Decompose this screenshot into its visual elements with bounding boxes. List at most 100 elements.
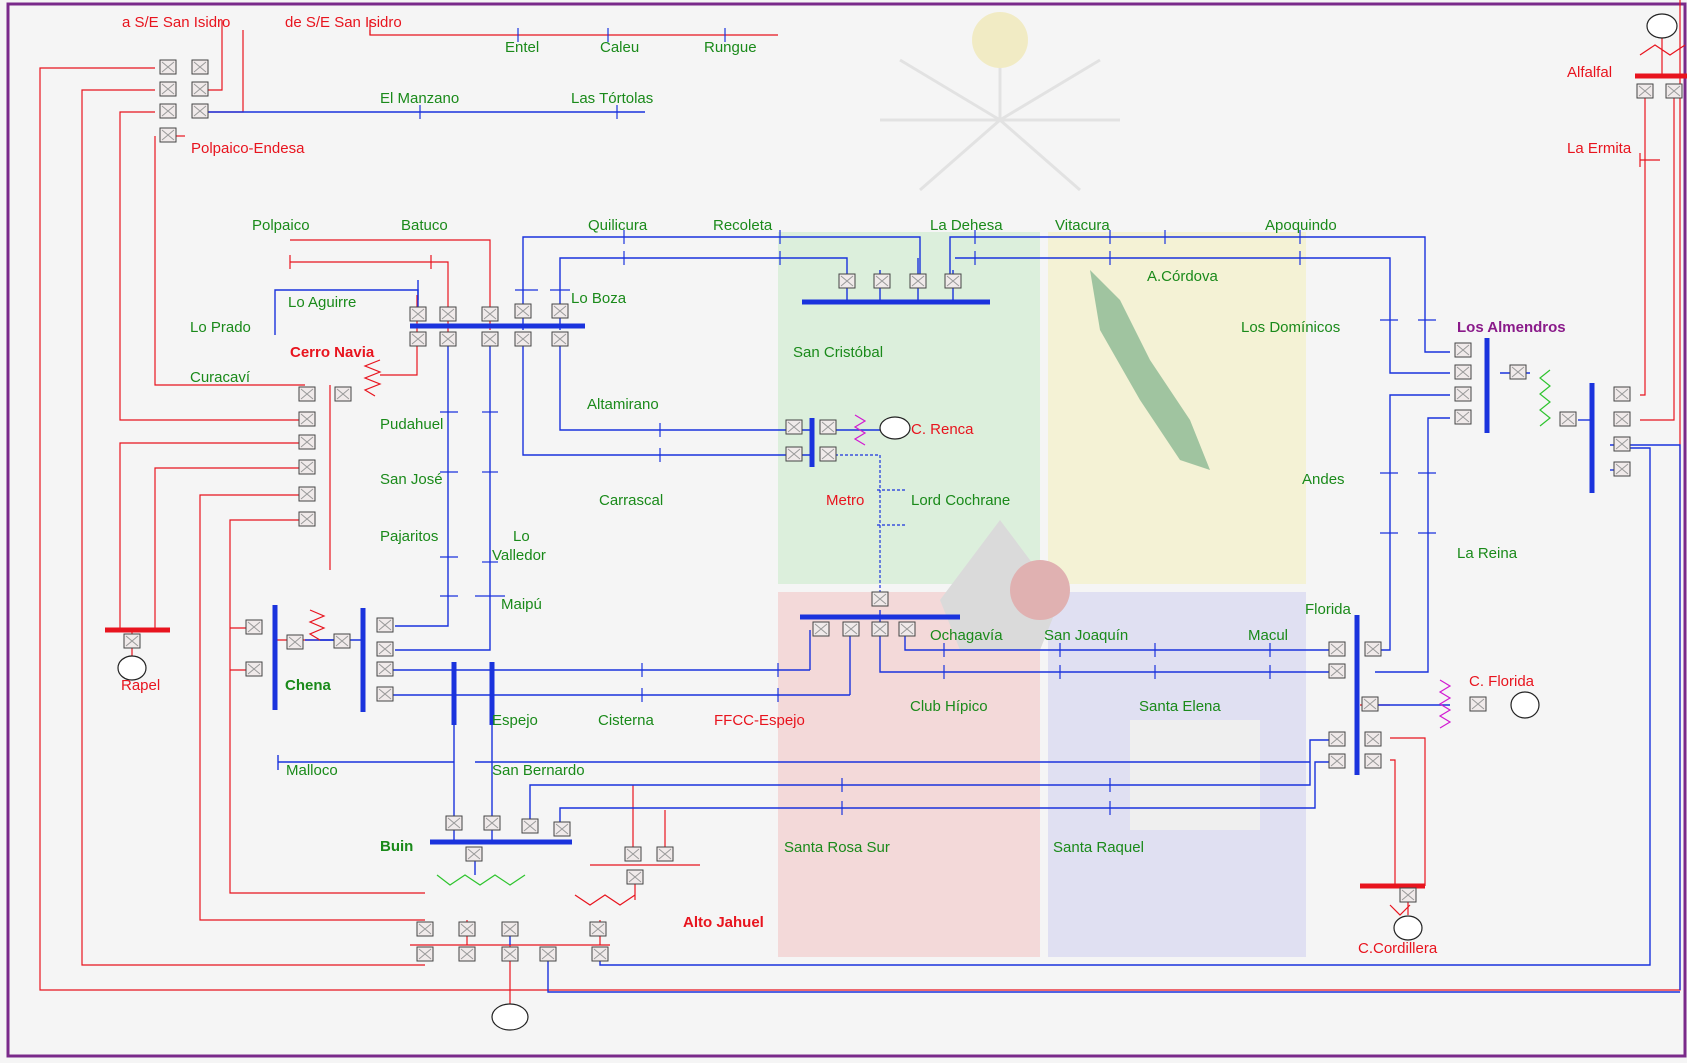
circuit-breaker-mark	[1638, 85, 1652, 97]
circuit-breaker-mark	[467, 848, 481, 860]
label-alto-jahuel: Alto Jahuel	[683, 914, 764, 931]
label-quilicura: Quilicura	[588, 217, 648, 234]
circuit-breaker-mark	[503, 923, 517, 935]
label-recoleta: Recoleta	[713, 217, 773, 234]
label-polpaico: Polpaico	[252, 217, 310, 234]
labels: a S/E San Isidro de S/E San Isidro Entel…	[121, 14, 1632, 957]
circuit-breaker-mark	[483, 333, 497, 345]
circuit-breaker-mark	[523, 820, 537, 832]
circuit-breaker-mark	[378, 663, 392, 675]
label-ffcc-espejo: FFCC-Espejo	[714, 712, 805, 729]
circuit-breaker-mark	[787, 421, 801, 433]
label-lo-aguirre: Lo Aguirre	[288, 294, 356, 311]
label-altamirano: Altamirano	[587, 396, 659, 413]
label-santa-rosa-sur: Santa Rosa Sur	[784, 839, 890, 856]
florida-generator	[1510, 691, 1540, 719]
circuit-breaker-mark	[626, 848, 640, 860]
circuit-breaker-mark	[900, 623, 914, 635]
label-chena: Chena	[285, 677, 332, 694]
circuit-breaker-mark	[378, 643, 392, 655]
label-vitacura: Vitacura	[1055, 217, 1110, 234]
label-carrascal: Carrascal	[599, 492, 663, 509]
circuit-breaker-mark	[300, 413, 314, 425]
label-cerro-navia: Cerro Navia	[290, 344, 375, 361]
circuit-breaker-mark	[1366, 643, 1380, 655]
label-buin: Buin	[380, 838, 413, 855]
circuit-breaker-mark	[1615, 438, 1629, 450]
label-entel: Entel	[505, 39, 539, 56]
circuit-breaker-mark	[541, 948, 555, 960]
circuit-breaker-mark	[873, 593, 887, 605]
circuit-breaker-mark	[844, 623, 858, 635]
label-florida: Florida	[1305, 601, 1352, 618]
circuit-breaker-mark	[1330, 755, 1344, 767]
circuit-breaker-mark	[336, 388, 350, 400]
breaker-group	[123, 59, 1683, 962]
alto-jahuel-generator	[491, 1003, 529, 1031]
label-polpaico-endesa: Polpaico-Endesa	[191, 140, 305, 157]
circuit-breaker-mark	[193, 83, 207, 95]
circuit-breaker-mark	[378, 688, 392, 700]
circuit-breaker-mark	[378, 619, 392, 631]
label-espejo: Espejo	[492, 712, 538, 729]
circuit-breaker-mark	[335, 635, 349, 647]
label-malloco: Malloco	[286, 762, 338, 779]
label-lo-prado: Lo Prado	[190, 319, 251, 336]
circuit-breaker-mark	[946, 275, 960, 287]
circuit-breaker-mark	[300, 513, 314, 525]
alfalfal-generator	[1646, 13, 1678, 39]
label-pudahuel: Pudahuel	[380, 416, 443, 433]
circuit-breaker-mark	[873, 623, 887, 635]
label-san-jose: San José	[380, 471, 443, 488]
label-metro: Metro	[826, 492, 864, 509]
circuit-breaker-mark	[593, 948, 607, 960]
circuit-breaker-mark	[411, 308, 425, 320]
label-santa-raquel: Santa Raquel	[1053, 839, 1144, 856]
circuit-breaker-mark	[193, 61, 207, 73]
circuit-breaker-mark	[300, 388, 314, 400]
label-c-renca: C. Renca	[911, 421, 974, 438]
circuit-breaker-mark	[247, 621, 261, 633]
lines-110kv	[200, 28, 1681, 993]
label-alfalfal: Alfalfal	[1567, 64, 1612, 81]
label-curacavi: Curacaví	[190, 369, 251, 386]
circuit-breaker-mark	[503, 948, 517, 960]
circuit-breaker-mark	[411, 333, 425, 345]
circuit-breaker-mark	[161, 83, 175, 95]
circuit-breaker-mark	[1456, 411, 1470, 423]
circuit-breaker-mark	[821, 421, 835, 433]
circuit-breaker-mark	[553, 305, 567, 317]
circuit-breaker-mark	[1561, 413, 1575, 425]
label-la-ermita: La Ermita	[1567, 140, 1632, 157]
circuit-breaker-mark	[787, 448, 801, 460]
circuit-breaker-mark	[193, 105, 207, 117]
circuit-breaker-mark	[553, 333, 567, 345]
circuit-breaker-mark	[441, 333, 455, 345]
circuit-breaker-mark	[555, 823, 569, 835]
label-lo-valledor-1: Lo	[513, 528, 530, 545]
circuit-breaker-mark	[1456, 344, 1470, 356]
label-san-joaquin: San Joaquín	[1044, 627, 1128, 644]
label-rapel: Rapel	[121, 677, 160, 694]
cordillera-generator	[1393, 915, 1423, 941]
circuit-breaker-mark	[516, 333, 530, 345]
circuit-breaker-mark	[161, 129, 175, 141]
circuit-breaker-mark	[288, 636, 302, 648]
label-san-cristobal: San Cristóbal	[793, 344, 883, 361]
circuit-breaker-mark	[247, 663, 261, 675]
circuit-breaker-mark	[1511, 366, 1525, 378]
background-emblem	[778, 12, 1306, 957]
circuit-breaker-mark	[1366, 755, 1380, 767]
label-los-dominicos: Los Domínicos	[1241, 319, 1340, 336]
label-maipu: Maipú	[501, 596, 542, 613]
circuit-breaker-mark	[840, 275, 854, 287]
circuit-breaker-mark	[628, 871, 642, 883]
label-san-bernardo: San Bernardo	[492, 762, 585, 779]
label-lo-valledor-2: Valledor	[492, 547, 546, 564]
circuit-breaker-mark	[161, 61, 175, 73]
label-caleu: Caleu	[600, 39, 639, 56]
circuit-breaker-mark	[875, 275, 889, 287]
label-san-isidro-to: a S/E San Isidro	[122, 14, 230, 31]
